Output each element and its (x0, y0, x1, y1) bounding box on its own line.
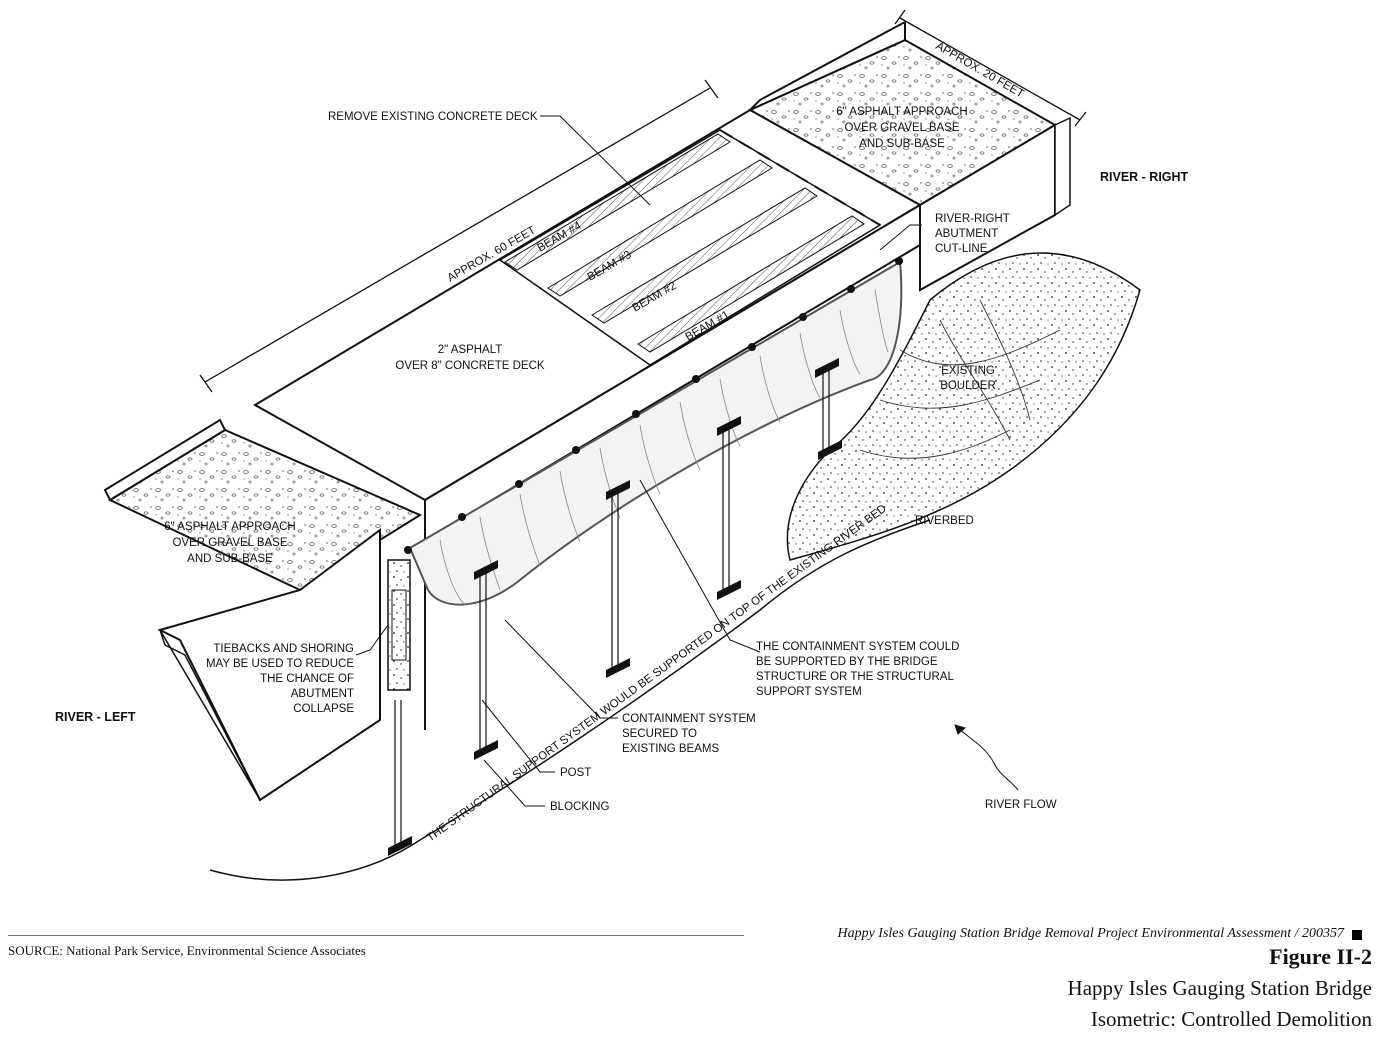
riverbed-label: RIVERBED (915, 515, 974, 527)
post-label: POST (560, 767, 591, 779)
project-title: Happy Isles Gauging Station Bridge Remov… (837, 926, 1344, 941)
svg-text:STRUCTURE OR THE STRUCTURAL: STRUCTURE OR THE STRUCTURAL (756, 671, 954, 683)
svg-text:6" ASPHALT APPROACH: 6" ASPHALT APPROACH (836, 106, 968, 118)
containment-support-label: THE CONTAINMENT SYSTEM COULD BE SUPPORTE… (756, 641, 959, 698)
svg-text:THE CHANCE OF: THE CHANCE OF (260, 673, 354, 685)
svg-text:ABUTMENT: ABUTMENT (935, 228, 998, 240)
containment-system (404, 257, 903, 606)
figure-title-line-1: Happy Isles Gauging Station Bridge (1067, 976, 1372, 1000)
svg-text:2" ASPHALT: 2" ASPHALT (438, 344, 503, 356)
deck-label: 2" ASPHALT OVER 8" CONCRETE DECK (395, 344, 544, 372)
riverbed (209, 252, 1141, 881)
beam-2-strip (591, 187, 818, 324)
approach-left-label: 6" ASPHALT APPROACH OVER GRAVEL BASE AND… (164, 521, 296, 565)
tiebacks-shoring (387, 559, 411, 691)
svg-text:OVER GRAVEL BASE: OVER GRAVEL BASE (172, 537, 287, 549)
figure-title-line-2: Isometric: Controlled Demolition (1090, 1007, 1372, 1031)
river-left-label: RIVER - LEFT (55, 710, 136, 724)
beam-4-strip (504, 133, 731, 271)
blocking-pads (388, 358, 842, 856)
blocking-label: BLOCKING (550, 801, 609, 813)
dimension-lines (199, 9, 1087, 393)
leader-lines (355, 115, 1019, 807)
svg-text:CUT-LINE: CUT-LINE (935, 243, 988, 255)
beam-3-strip (547, 159, 773, 297)
containment-secured-label: CONTAINMENT SYSTEM SECURED TO EXISTING B… (622, 713, 756, 755)
svg-text:OVER GRAVEL BASE: OVER GRAVEL BASE (844, 122, 959, 134)
bridge-isometric-diagram: REMOVE EXISTING CONCRETE DECK APPROX. 60… (55, 9, 1189, 881)
svg-text:MAY BE USED TO REDUCE: MAY BE USED TO REDUCE (206, 658, 354, 670)
tiebacks-label: TIEBACKS AND SHORING MAY BE USED TO REDU… (206, 643, 354, 715)
svg-text:COLLAPSE: COLLAPSE (293, 703, 354, 715)
source-credit: SOURCE: National Park Service, Environme… (8, 943, 366, 958)
cut-line-label: RIVER-RIGHT ABUTMENT CUT-LINE (935, 213, 1010, 255)
svg-text:BE SUPPORTED BY THE BRIDGE: BE SUPPORTED BY THE BRIDGE (756, 656, 938, 668)
svg-text:THE CONTAINMENT SYSTEM COULD: THE CONTAINMENT SYSTEM COULD (756, 641, 959, 653)
svg-text:CONTAINMENT SYSTEM: CONTAINMENT SYSTEM (622, 713, 756, 725)
svg-text:EXISTING BEAMS: EXISTING BEAMS (622, 743, 719, 755)
support-posts (394, 369, 830, 845)
boulder-label: EXISTING BOULDER (940, 365, 996, 392)
svg-text:EXISTING: EXISTING (941, 365, 995, 377)
river-flow-label: RIVER FLOW (985, 799, 1057, 811)
svg-text:RIVER-RIGHT: RIVER-RIGHT (935, 213, 1010, 225)
bridge-deck (252, 108, 923, 730)
figure-number: Figure II-2 (1269, 944, 1372, 969)
svg-text:SUPPORT SYSTEM: SUPPORT SYSTEM (756, 686, 862, 698)
left-approach (103, 418, 423, 802)
svg-text:BOULDER: BOULDER (940, 380, 996, 392)
svg-text:SECURED TO: SECURED TO (622, 728, 697, 740)
svg-text:REMOVE EXISTING CONCRETE DECK: REMOVE EXISTING CONCRETE DECK (328, 111, 538, 123)
svg-text:AND SUB-BASE: AND SUB-BASE (187, 553, 273, 565)
footer-divider (8, 935, 744, 936)
river-right-label: RIVER - RIGHT (1100, 170, 1189, 184)
footer-square-mark (1352, 930, 1362, 940)
remove-deck-label: REMOVE EXISTING CONCRETE DECK (328, 111, 538, 123)
approach-right-label: 6" ASPHALT APPROACH OVER GRAVEL BASE AND… (836, 106, 968, 150)
svg-text:AND SUB-BASE: AND SUB-BASE (859, 138, 945, 150)
svg-text:TIEBACKS AND SHORING: TIEBACKS AND SHORING (213, 643, 354, 655)
svg-text:6" ASPHALT APPROACH: 6" ASPHALT APPROACH (164, 521, 296, 533)
beam-1-strip (637, 215, 865, 353)
right-approach (747, 20, 1071, 292)
svg-text:ABUTMENT: ABUTMENT (291, 688, 354, 700)
svg-text:OVER 8" CONCRETE DECK: OVER 8" CONCRETE DECK (395, 360, 544, 372)
